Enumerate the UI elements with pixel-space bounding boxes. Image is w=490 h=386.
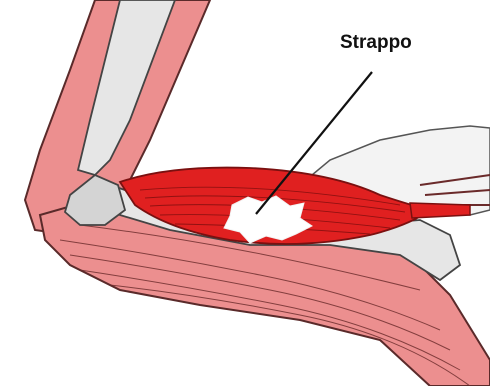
tear-label: Strappo (340, 32, 412, 53)
biceps-tendon (410, 203, 470, 218)
